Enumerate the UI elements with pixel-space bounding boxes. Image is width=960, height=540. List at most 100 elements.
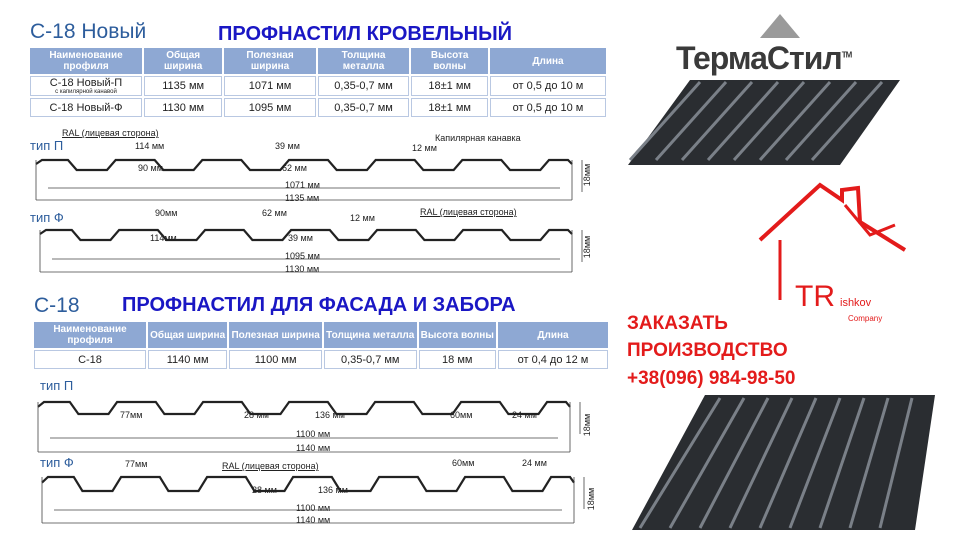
order-phone[interactable]: +38(096) 984-98-50: [627, 368, 796, 389]
roof-triangle-icon: [760, 14, 800, 38]
type-label: тип П: [40, 378, 74, 393]
facade-title: ПРОФНАСТИЛ ДЛЯ ФАСАДА И ЗАБОРА: [122, 294, 516, 316]
sheet-ridge: [784, 80, 858, 162]
dim-label: 1100 мм: [296, 503, 331, 513]
dim-label: 1135 мм: [285, 193, 320, 203]
cell: от 0,4 до 12 м: [498, 350, 608, 369]
dim-label: RAL (лицевая сторона): [420, 207, 517, 217]
profile-line: [39, 228, 573, 242]
cell: 18 мм: [418, 350, 496, 369]
order-text: ЗАКАЗАТЬ: [627, 313, 728, 334]
cell: 1140 мм: [148, 350, 228, 369]
col-header: Общая ширина: [148, 322, 228, 348]
col-header: Наименование профиля: [34, 322, 146, 348]
dim-label: 39 мм: [275, 141, 300, 151]
dim-label: 39 мм: [288, 233, 313, 243]
dim-label: 18мм: [582, 413, 593, 437]
cell: 1135 мм: [144, 76, 223, 96]
facade-code: С-18: [34, 294, 80, 317]
dim-label: 24 мм: [512, 410, 537, 420]
dim-label: 62 мм: [282, 163, 307, 173]
dim-label: 24 мм: [522, 458, 547, 468]
sheet-ridge: [668, 397, 746, 529]
dim-label: 77мм: [125, 459, 148, 469]
dim-label: 28 мм: [252, 485, 277, 495]
dim-label: 18мм: [582, 163, 593, 187]
sheet-ridge: [878, 397, 914, 529]
dim-label: 136 мм: [318, 485, 348, 495]
col-header: Наименование профиля: [30, 48, 142, 74]
sheet-ridge: [638, 397, 722, 529]
dim-label: Капилярная канавка: [435, 133, 521, 143]
dim-label: 1140 мм: [296, 443, 331, 453]
sheet-ridge: [628, 80, 702, 162]
col-header: Высота волны: [418, 322, 496, 348]
cell: от 0,5 до 10 м: [490, 76, 606, 96]
sheet-ridge: [758, 397, 818, 529]
cell: от 0,5 до 10 м: [490, 98, 606, 117]
col-header: Полезная ширина: [229, 322, 322, 348]
dim-label: 77мм: [120, 410, 143, 420]
sheet-ridge: [848, 397, 890, 529]
dim-label: 1140 мм: [296, 515, 331, 525]
cell: С-18 Новый-Ф: [30, 98, 142, 117]
dim-label: 12 мм: [412, 143, 437, 153]
col-header: Общая ширина: [144, 48, 223, 74]
col-header: Полезная ширина: [224, 48, 316, 74]
dim-label: 114мм: [150, 233, 177, 243]
sheet-ridge: [758, 80, 832, 162]
profile-line: [35, 158, 573, 172]
dim-label: 114 мм: [135, 141, 165, 151]
sheet-ridge: [698, 397, 770, 529]
col-header: Толщина металла: [323, 322, 417, 348]
cell: 18±1 мм: [411, 98, 488, 117]
dim-label: 18мм: [586, 487, 597, 511]
col-header: Длина: [490, 48, 606, 74]
cell: 0,35-0,7 мм: [323, 350, 417, 369]
col-header: Высота волны: [411, 48, 488, 74]
sheet-ridge: [680, 80, 754, 162]
roof-code: С-18 Новый: [30, 20, 147, 43]
roof-sheet-image: [628, 80, 900, 165]
profile-line: [37, 400, 571, 416]
dim-label: 60мм: [450, 410, 473, 420]
dim-label: 28 мм: [244, 410, 269, 420]
sheet-ridge: [654, 80, 728, 162]
type-label: тип П: [30, 138, 64, 153]
dim-label: 1071 мм: [285, 180, 320, 190]
col-header: Длина: [498, 322, 608, 348]
dim-label: 90мм: [155, 208, 178, 218]
cell: 1071 мм: [224, 76, 316, 96]
sheet-ridge: [728, 397, 794, 529]
dim-label: RAL (лицевая сторона): [62, 128, 159, 138]
dim-label: 60мм: [452, 458, 475, 468]
sheet-ridge: [818, 397, 866, 529]
sheet-ridge: [788, 397, 842, 529]
cell: 0,35-0,7 мм: [317, 98, 410, 117]
dim-label: 90 мм: [138, 163, 163, 173]
type-label: тип Ф: [40, 455, 74, 470]
termastil-logo: ТермаСтилTM: [676, 40, 852, 76]
sheet-ridge: [706, 80, 780, 162]
dim-label: 1130 мм: [285, 264, 320, 274]
profile-line: [41, 475, 575, 493]
cell: С-18: [34, 350, 146, 369]
dim-label: 1095 мм: [285, 251, 320, 261]
col-header: Толщина металла: [317, 48, 410, 74]
roof-title: ПРОФНАСТИЛ КРОВЕЛЬНЫЙ: [218, 23, 513, 45]
cell: 1095 мм: [224, 98, 316, 117]
cell: 1130 мм: [144, 98, 223, 117]
dim-label: 62 мм: [262, 208, 287, 218]
dim-label: 18мм: [582, 235, 593, 259]
dim-label: 1100 мм: [296, 429, 331, 439]
dim-label: RAL (лицевая сторона): [222, 461, 319, 471]
sheet-ridge: [810, 80, 884, 162]
cell: 18±1 мм: [411, 76, 488, 96]
